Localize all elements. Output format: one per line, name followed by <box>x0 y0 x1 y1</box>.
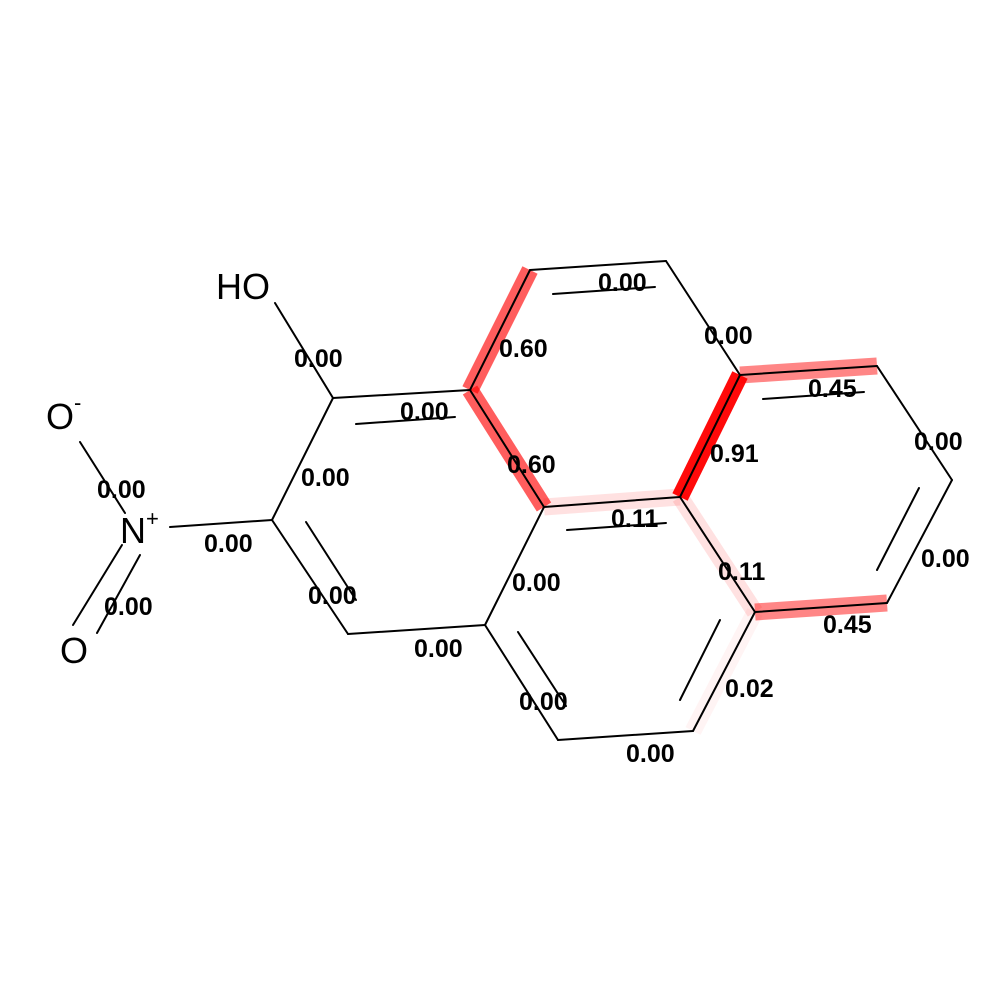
bond-label: 0.00 <box>400 398 449 426</box>
bond-label: 0.11 <box>611 505 658 533</box>
bond-inner-line <box>305 521 357 601</box>
bond-label: 0.60 <box>507 451 556 479</box>
atom-ho: HO <box>216 266 270 307</box>
bond-line <box>72 544 123 626</box>
bond-inner-line <box>876 487 920 571</box>
bond-inner-line <box>355 416 456 425</box>
bond-label: 0.00 <box>308 582 357 610</box>
bond-label: 0.91 <box>710 440 759 468</box>
bond-label: 0.00 <box>294 345 343 373</box>
bond-line <box>692 611 756 732</box>
bond-line <box>529 260 667 271</box>
bond-label: 0.45 <box>808 375 857 403</box>
bond-line <box>347 624 486 635</box>
bond-line <box>543 496 681 508</box>
bond-label: 0.00 <box>414 635 463 663</box>
bond-line <box>679 496 756 613</box>
bond-line <box>557 730 694 741</box>
bond-label: 0.00 <box>512 569 561 597</box>
bond-label: 0.11 <box>718 558 765 586</box>
bond-label: 0.00 <box>921 545 970 573</box>
atom-labels: O - N + O HO <box>46 266 270 671</box>
bond-line <box>469 269 531 391</box>
bond-label: 0.00 <box>204 530 253 558</box>
bond-label: 0.02 <box>725 675 774 703</box>
bond-label: 0.00 <box>519 688 568 716</box>
bond-inner-line <box>552 286 656 295</box>
bond-label: 0.00 <box>104 593 153 621</box>
bond-line <box>754 602 888 613</box>
bond-label: 0.00 <box>704 322 753 350</box>
bond-label: 0.45 <box>823 611 872 639</box>
bond-line <box>876 365 953 481</box>
bond-line <box>484 624 559 741</box>
bond-line <box>271 519 349 635</box>
bond-line <box>274 302 334 399</box>
bond-line <box>469 389 545 508</box>
bond-label: 0.00 <box>97 476 146 504</box>
bond-line <box>96 554 141 634</box>
bond-label: 0.00 <box>626 740 675 768</box>
bond-inner-line <box>679 619 721 701</box>
bond-skeleton <box>72 260 953 741</box>
bond-label: 0.00 <box>598 269 647 297</box>
bond-line <box>665 260 741 376</box>
bond-label: 0.00 <box>301 464 350 492</box>
bond-line <box>169 519 273 528</box>
atom-o-minus-charge: - <box>74 390 81 415</box>
bond-line <box>739 365 878 376</box>
bond-line <box>271 397 334 521</box>
atom-n-plus: N <box>120 510 146 551</box>
bond-line <box>79 441 126 514</box>
bond-line <box>679 374 741 498</box>
bond-line <box>886 479 953 604</box>
bond-inner-line <box>762 391 865 400</box>
bond-inner-line <box>517 631 567 707</box>
atom-n-plus-charge: + <box>146 506 159 531</box>
bond-line <box>332 389 471 399</box>
bond-line <box>484 506 545 626</box>
bond-label: 0.60 <box>499 335 548 363</box>
atom-o-nitro: O <box>60 630 88 671</box>
bond-label: 0.00 <box>914 428 963 456</box>
atom-o-minus: O <box>46 396 74 437</box>
bond-inner-line <box>566 522 667 531</box>
bond-weight-labels: 0.60 0.60 0.91 0.45 0.45 0.11 0.11 0.02 … <box>97 269 970 768</box>
